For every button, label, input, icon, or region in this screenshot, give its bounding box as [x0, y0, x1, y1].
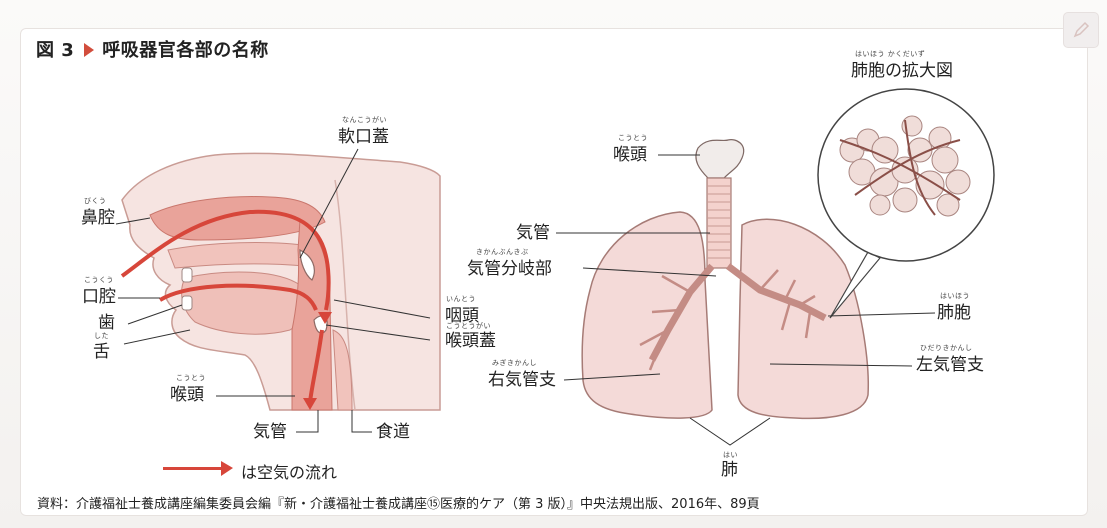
trachea-shape [707, 178, 731, 268]
oral-cavity-label: 口腔 [82, 289, 116, 306]
epiglottis-label: 喉頭蓋 [445, 333, 496, 350]
larynx-left-label: 喉頭 [170, 387, 204, 404]
trachea-right-label: 気管 [516, 225, 550, 242]
source-citation: 資料：介護福祉士養成講座編集委員会編『新・介護福祉士養成講座⑮医療的ケア（第 3… [37, 493, 760, 512]
pharynx-ruby: いんとう [446, 296, 476, 303]
soft-palate-ruby: なんこうがい [342, 117, 387, 124]
trachea-left-label: 気管 [253, 424, 287, 441]
palate [168, 243, 315, 268]
tongue-shape [182, 272, 306, 334]
tongue-label: 舌 [93, 344, 110, 361]
head-section [116, 149, 440, 432]
nasal-cavity-ruby: びくう [84, 198, 106, 205]
left-bronchus-label: 左気管支 [916, 357, 984, 374]
soft-palate-label: 軟口蓋 [338, 129, 389, 146]
lungs-ruby: はい [723, 452, 738, 459]
right-bronchus-ruby: みぎきかんし [492, 360, 537, 367]
epiglottis-ruby: こうとうがい [446, 323, 491, 330]
carina-ruby: きかんぶんきぶ [476, 249, 529, 256]
teeth-label: 歯 [98, 315, 115, 332]
larynx-left-ruby: こうとう [176, 375, 206, 382]
larynx-right-ruby: こうとう [618, 135, 648, 142]
legend-text: は空気の流れ [241, 459, 337, 483]
esophagus-label: 食道 [376, 424, 410, 441]
left-bronchus-ruby: ひだりきかんし [920, 345, 973, 352]
larynx-shape [696, 140, 744, 178]
tongue-ruby: した [94, 333, 109, 340]
oral-cavity-ruby: こうくう [84, 277, 114, 284]
right-bronchus-label: 右気管支 [488, 372, 556, 389]
lungs-label: 肺 [721, 462, 738, 479]
airflow-legend-arrow-icon [163, 467, 223, 470]
alveoli-zoom-ruby: はいほう かくだいず [855, 51, 925, 58]
nasal-cavity-label: 鼻腔 [81, 210, 115, 227]
carina-label: 気管分岐部 [467, 261, 552, 278]
alveolus-label: 肺胞 [937, 305, 971, 322]
alveoli-zoom-label: 肺胞の拡大図 [851, 63, 953, 80]
larynx-right-label: 喉頭 [613, 147, 647, 164]
right-lung-shape [582, 212, 712, 418]
left-lung-shape [738, 219, 868, 418]
alveolus-ruby: はいほう [940, 293, 970, 300]
